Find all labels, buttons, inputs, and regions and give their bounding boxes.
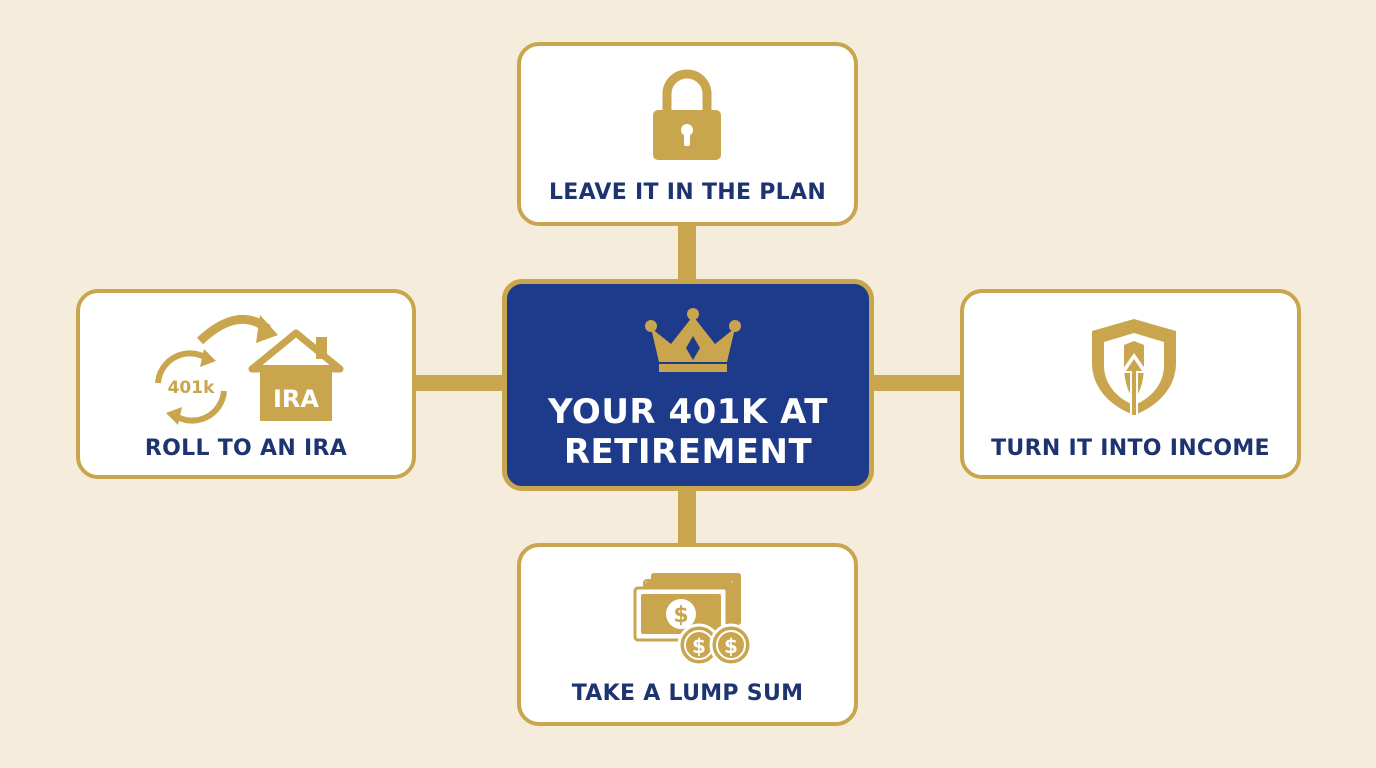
- connector-left: [412, 375, 508, 391]
- connector-right: [868, 375, 964, 391]
- center-card: YOUR 401K AT RETIREMENT: [502, 279, 874, 491]
- center-title-line-2: RETIREMENT: [563, 432, 813, 472]
- rollover-icon-text-ira: IRA: [273, 385, 319, 413]
- option-label-roll-to-ira: ROLL TO AN IRA: [144, 436, 348, 461]
- svg-text:$: $: [673, 603, 688, 628]
- option-label-leave-in-plan: LEAVE IT IN THE PLAN: [548, 180, 827, 205]
- option-card-turn-into-income: TURN IT INTO INCOME: [960, 289, 1301, 479]
- rollover-icon-text-401k: 401k: [168, 378, 215, 398]
- svg-text:$: $: [692, 634, 706, 658]
- option-label-turn-into-income: TURN IT INTO INCOME: [991, 436, 1270, 461]
- option-card-lump-sum: $ $ $ TAKE A LUMP SUM: [517, 543, 858, 726]
- center-title: YOUR 401K AT RETIREMENT: [507, 392, 869, 472]
- option-card-leave-in-plan: LEAVE IT IN THE PLAN: [517, 42, 858, 226]
- rollover-arrows-house-icon: 401k IRA: [155, 314, 344, 425]
- shield-up-arrow-icon: [1092, 319, 1176, 417]
- option-card-roll-to-ira: 401k IRA ROLL TO AN IRA: [76, 289, 416, 479]
- option-label-lump-sum: TAKE A LUMP SUM: [571, 681, 804, 706]
- crown-icon: [645, 308, 741, 372]
- padlock-icon: [653, 69, 721, 160]
- cash-coins-icon: $ $ $: [633, 573, 753, 667]
- svg-text:$: $: [724, 634, 738, 658]
- connector-bottom: [678, 486, 696, 548]
- connector-top: [678, 222, 696, 284]
- center-title-line-1: YOUR 401K AT: [548, 392, 828, 432]
